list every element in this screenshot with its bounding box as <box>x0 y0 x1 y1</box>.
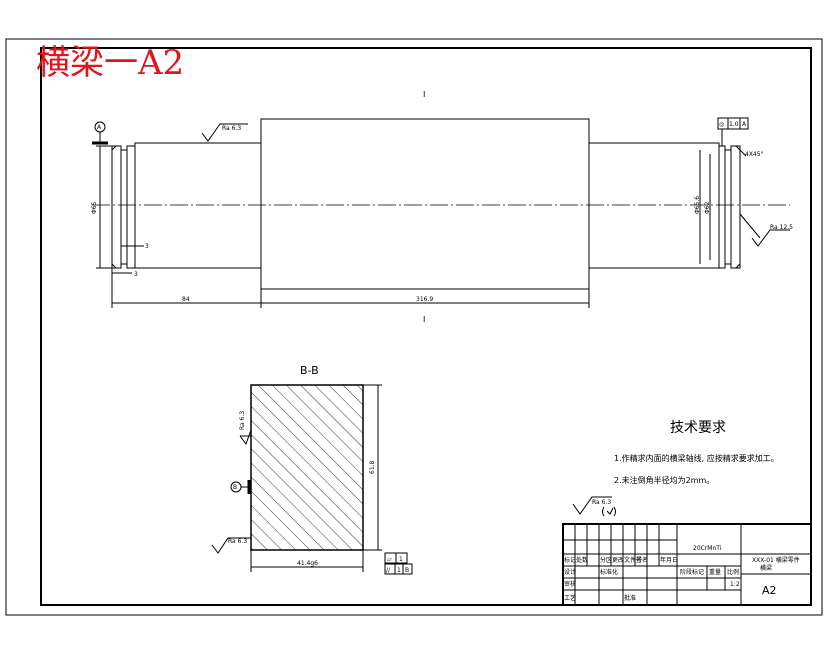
roughness-right <box>739 213 790 247</box>
section-roughness-1 <box>239 429 252 446</box>
tech-line-1: 1.作精求内面的横梁轴线, 应按精求要求加工。 <box>614 453 779 463</box>
shaft-left-end <box>111 145 136 269</box>
outer-border <box>5 38 823 616</box>
section-title: B-B <box>300 364 319 377</box>
len-left-text: 84 <box>182 296 190 303</box>
datum-b-label: B <box>233 484 237 491</box>
title-block-row-7: 审核 <box>564 580 576 588</box>
section-hatched-body <box>250 384 364 551</box>
tolerance-datum: A <box>742 121 747 128</box>
left-dia-text: Φ65 <box>91 201 98 214</box>
roughness-right-text: Ra 12.5 <box>770 224 793 231</box>
roughness-top-left-text: Ra 6.3 <box>222 125 241 132</box>
title-block-row-9: 标准化 <box>600 568 618 576</box>
section-roughness-2-text: Ra 6.3 <box>228 538 247 545</box>
tolerance-frame-top <box>717 117 749 146</box>
title-block-row-11: 阶段标记 <box>680 568 704 576</box>
title-block-row-4: 签名 <box>636 556 648 564</box>
shaft-left-journal <box>134 142 262 269</box>
title-block-sheet: A2 <box>762 584 777 597</box>
title-block-row-12: 重量 <box>709 568 721 576</box>
shaft-right-end <box>718 145 741 269</box>
title-block-drawing-no: XXX-01 横梁零件 <box>752 556 800 564</box>
parallel-value: 1 <box>397 567 401 574</box>
gap2-text: 3 <box>134 271 138 278</box>
tolerance-value: 1.0 <box>729 121 739 128</box>
title-block-part-name: 横梁 <box>760 564 772 572</box>
title-block <box>562 523 812 606</box>
len-total-text: 316.9 <box>416 296 433 303</box>
gap1-text: 3 <box>145 243 149 250</box>
view-label-top: I <box>423 90 425 99</box>
view-label-bottom: I <box>423 315 425 324</box>
title-block-scale: 1:2 <box>730 581 740 588</box>
shaft-main-body <box>260 118 590 290</box>
chamfer-text: 4X45° <box>745 151 764 158</box>
title-block-row-2: 分区 <box>600 556 612 564</box>
flatness-symbol: ▱ <box>387 556 392 563</box>
title-block-material: 20CrMnTi <box>693 545 722 552</box>
title-block-row-5: 年月日 <box>660 556 678 564</box>
title-block-row-3: 更改文件号 <box>612 556 642 564</box>
title-block-row-1: 处数 <box>576 556 588 564</box>
overlay-title: 横梁一A2 <box>36 43 184 83</box>
tolerance-symbol: ◎ <box>719 121 724 128</box>
section-width-text: 41.4g6 <box>297 560 318 567</box>
title-block-row-0: 标记 <box>564 556 576 564</box>
tech-line-2: 2.未注倒角半径均为2mm。 <box>614 475 714 485</box>
section-roughness-1-text: Ra 6.3 <box>239 411 246 430</box>
parallel-symbol: // <box>386 567 391 574</box>
right-dia-inner-text: Φ62 <box>704 201 711 214</box>
datum-b-marker <box>230 480 251 494</box>
datum-a-marker <box>92 121 108 145</box>
inner-border <box>40 47 812 606</box>
parallel-datum: B <box>405 567 409 574</box>
geometric-tolerance-frames <box>384 552 413 575</box>
title-block-row-8: 工艺 <box>564 594 576 602</box>
section-roughness-2 <box>211 537 251 554</box>
section-height-text: 61.8 <box>369 460 376 474</box>
right-dia-outer-text: Φ65.6 <box>694 196 701 214</box>
roughness-general <box>572 496 616 517</box>
tech-heading: 技术要求 <box>670 420 726 436</box>
title-block-row-6: 设计 <box>564 568 576 576</box>
chamfer-leader <box>739 149 747 157</box>
roughness-general-text: Ra 6.3 <box>592 499 611 506</box>
datum-a-label: A <box>97 124 102 131</box>
title-block-row-13: 比例 <box>727 568 739 576</box>
roughness-top-left <box>201 123 248 142</box>
flatness-value: 1 <box>399 556 403 563</box>
title-block-row-10: 批准 <box>624 594 636 602</box>
